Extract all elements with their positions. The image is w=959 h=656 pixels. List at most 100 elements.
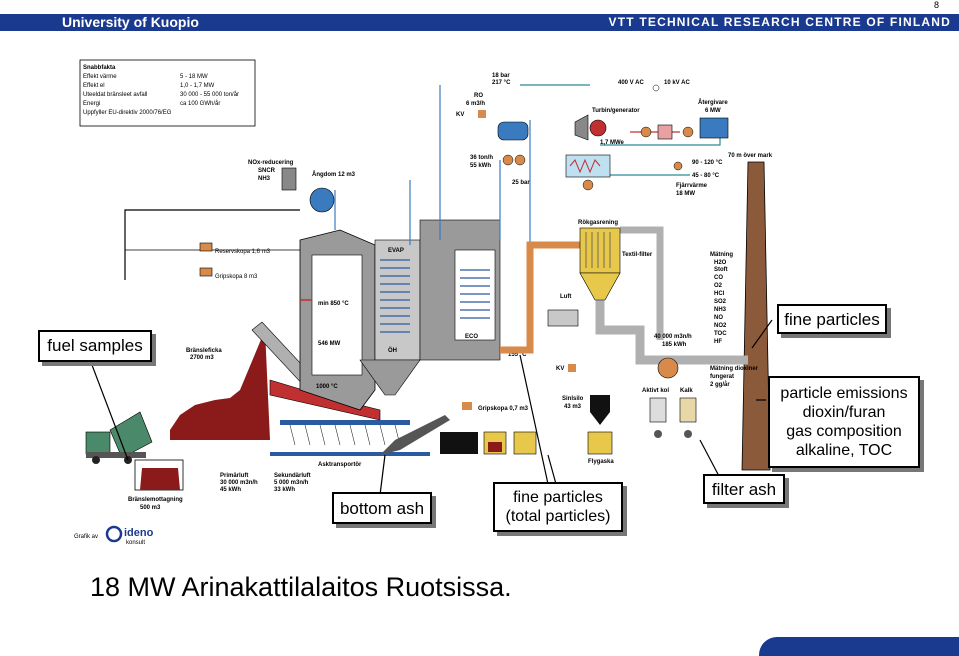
svg-text:Fjärrvärme: Fjärrvärme	[676, 183, 708, 189]
svg-text:Textil-filter: Textil-filter	[622, 252, 653, 258]
svg-text:konsult: konsult	[126, 540, 145, 546]
svg-text:O2: O2	[714, 283, 723, 289]
svg-text:Uppfyller EU-direktiv 2000/76/: Uppfyller EU-direktiv 2000/76/EG	[83, 110, 172, 116]
svg-text:5 000 m3n/h: 5 000 m3n/h	[274, 480, 309, 486]
svg-text:Gripskopa 8 m3: Gripskopa 8 m3	[215, 274, 258, 280]
svg-text:43 m3: 43 m3	[564, 404, 582, 410]
flue-fan: 40 000 m3n/h 185 kWh	[654, 334, 692, 379]
svg-text:NH3: NH3	[714, 307, 727, 313]
truck-icon	[85, 411, 153, 464]
svg-text:Asktransportör: Asktransportör	[318, 462, 362, 468]
svg-text:Stoft: Stoft	[714, 267, 728, 273]
svg-text:Sekundärluft: Sekundärluft	[274, 473, 311, 479]
svg-text:NH3: NH3	[258, 176, 271, 182]
svg-text:546 MW: 546 MW	[318, 341, 341, 347]
svg-text:Gripskopa 0,7 m3: Gripskopa 0,7 m3	[478, 406, 529, 412]
boiler-passes: EVAP ÖH ECO 155 °C	[359, 219, 527, 396]
furnace: min 850 °C 546 MW 1000 °C NOx-reducering…	[248, 160, 376, 411]
svg-text:Primärluft: Primärluft	[220, 473, 248, 479]
svg-text:Energi: Energi	[83, 101, 100, 107]
svg-text:155 °C: 155 °C	[508, 352, 527, 358]
svg-text:HF: HF	[714, 339, 722, 345]
ideno-logo: Grafik av ideno konsult	[74, 525, 154, 546]
svg-text:18 MW: 18 MW	[676, 191, 695, 197]
district-heating: Återgivare 6 MW 90 - 120 °C 45 - 80 °C F…	[640, 99, 728, 197]
svg-text:Luft: Luft	[560, 294, 571, 300]
svg-text:40 000 m3n/h: 40 000 m3n/h	[654, 334, 692, 340]
svg-text:1,0 - 1,7 MW: 1,0 - 1,7 MW	[180, 83, 215, 89]
page-number: 8	[933, 0, 939, 10]
svg-text:ÖH: ÖH	[388, 347, 397, 354]
svg-text:Bränslemottagning: Bränslemottagning	[128, 497, 183, 503]
svg-text:ECO: ECO	[465, 334, 478, 340]
svg-text:1,7 MWe: 1,7 MWe	[600, 140, 625, 146]
svg-text:Ångdom 12 m3: Ångdom 12 m3	[312, 171, 356, 178]
svg-text:SNCR: SNCR	[258, 168, 276, 174]
svg-text:33 kWh: 33 kWh	[274, 487, 295, 493]
bottom-ash-callout: bottom ash	[332, 492, 432, 524]
svg-text:6 MW: 6 MW	[705, 108, 721, 114]
svg-text:55 kWh: 55 kWh	[470, 163, 491, 169]
emissions-callout: particle emissions dioxin/furan gas comp…	[768, 376, 920, 468]
footer-bar	[759, 637, 959, 656]
svg-text:fungerat: fungerat	[710, 374, 734, 380]
flue-gas-duct	[500, 226, 748, 365]
svg-text:Sinlsilo: Sinlsilo	[562, 396, 584, 402]
svg-text:185 kWh: 185 kWh	[662, 342, 687, 348]
slide-caption: 18 MW Arinakattilalaitos Ruotsissa.	[90, 572, 512, 602]
svg-text:KV: KV	[456, 112, 464, 118]
svg-text:Effekt värme: Effekt värme	[83, 74, 117, 80]
piping	[334, 84, 721, 351]
slide-header: University of Kuopio VTT TECHNICAL RESEA…	[0, 14, 959, 31]
svg-text:30 000 m3n/h: 30 000 m3n/h	[220, 480, 258, 486]
svg-text:H2O: H2O	[714, 260, 727, 266]
svg-text:Effekt el: Effekt el	[83, 83, 105, 89]
water-treatment: RO 6 m3/h KV 18 bar 217 °C 36 ton/h 55 k…	[456, 73, 530, 186]
svg-text:2700 m3: 2700 m3	[190, 355, 214, 361]
textile-filter: Rökgasrening Textil-filter Luft KV	[547, 220, 653, 372]
svg-text:6 m3/h: 6 m3/h	[466, 101, 485, 107]
svg-text:EVAP: EVAP	[388, 248, 404, 254]
svg-text:NO2: NO2	[714, 323, 727, 329]
svg-text:RO: RO	[474, 93, 483, 99]
svg-text:TOC: TOC	[714, 331, 727, 337]
svg-text:Återgivare: Återgivare	[698, 99, 728, 106]
svg-text:Uteeldat bränsleet avfall: Uteeldat bränsleet avfall	[83, 92, 147, 98]
svg-text:36 ton/h: 36 ton/h	[470, 155, 493, 161]
turbine-generator: Turbin/generator 1,7 MWe 400 V AC 10 kV …	[565, 80, 690, 191]
svg-text:45 - 80 °C: 45 - 80 °C	[692, 173, 720, 179]
svg-text:min 850 °C: min 850 °C	[318, 301, 349, 307]
svg-text:500 m3: 500 m3	[140, 505, 161, 511]
svg-text:18 bar: 18 bar	[492, 73, 510, 79]
svg-text:CO: CO	[714, 275, 723, 281]
svg-text:1000 °C: 1000 °C	[316, 384, 338, 390]
info-title: Snabbfakta	[83, 65, 116, 71]
svg-text:Mätning dioxiner: Mätning dioxiner	[710, 366, 759, 372]
steam-drum: Ångdom 12 m3	[309, 171, 356, 213]
fine-particles-total-callout: fine particles (total particles)	[493, 482, 623, 532]
svg-text:10 kV AC: 10 kV AC	[664, 80, 690, 86]
fly-ash-system: Sinlsilo 43 m3 Flygaska Aktivt kol Kalk	[562, 388, 697, 465]
svg-text:ideno: ideno	[124, 527, 154, 539]
svg-text:Reservskopa 1,6 m3: Reservskopa 1,6 m3	[215, 249, 271, 255]
svg-text:90 - 120 °C: 90 - 120 °C	[692, 160, 723, 166]
svg-text:Aktivt kol: Aktivt kol	[642, 388, 669, 394]
svg-text:KV: KV	[556, 366, 564, 372]
svg-text:NO: NO	[714, 315, 723, 321]
svg-text:217 °C: 217 °C	[492, 80, 511, 86]
chimney: 70 m över mark	[728, 153, 773, 471]
svg-text:2 gg/år: 2 gg/år	[710, 381, 730, 388]
filter-ash-callout: filter ash	[703, 474, 785, 504]
svg-text:30 000 - 55 000 ton/år: 30 000 - 55 000 ton/år	[180, 91, 239, 98]
fuel-samples-callout: fuel samples	[38, 330, 152, 362]
svg-text:400 V AC: 400 V AC	[618, 80, 644, 86]
svg-text:Kalk: Kalk	[680, 388, 693, 394]
vtt-title: VTT TECHNICAL RESEARCH CENTRE OF FINLAND	[608, 15, 951, 29]
svg-text:25 bar: 25 bar	[512, 180, 530, 186]
bottom-ash-containers: Gripskopa 0,7 m3	[440, 402, 537, 455]
fuel-bunker: Reservskopa 1,6 m3 Gripskopa 8 m3 Bränsl…	[124, 209, 300, 511]
svg-text:Mätning: Mätning	[710, 252, 733, 258]
svg-text:HCl: HCl	[714, 291, 725, 297]
measurement-list: Mätning H2O Stoft CO O2 HCl SO2 NH3 NO N…	[710, 252, 759, 388]
